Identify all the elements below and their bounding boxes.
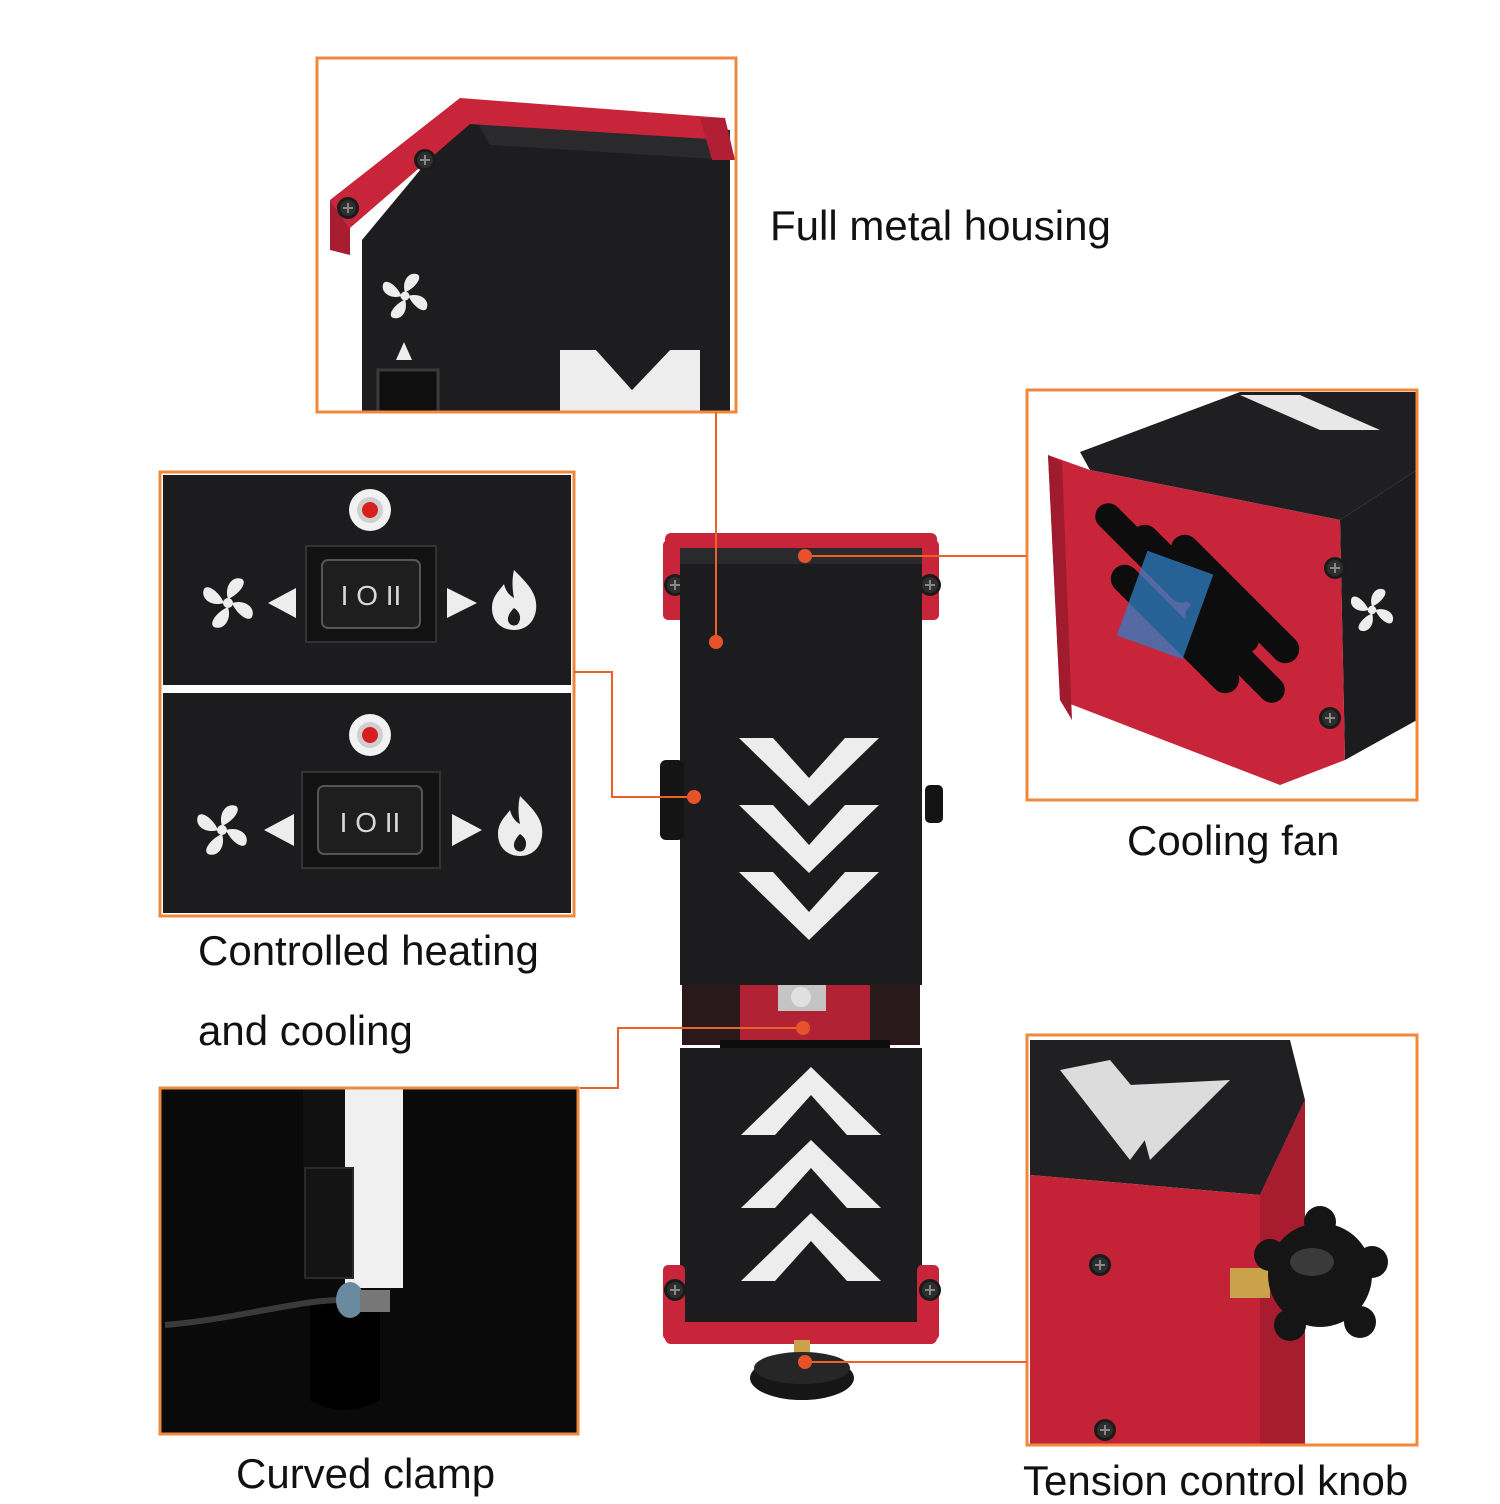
arrow-right-icon <box>447 588 477 618</box>
label-full-metal-housing: Full metal housing <box>770 202 1111 249</box>
label-controlled-heating-line2: and cooling <box>198 1007 413 1054</box>
leader-lines <box>574 412 1027 1363</box>
label-tension-control-knob: Tension control knob <box>1023 1457 1409 1504</box>
indicator-light-icon <box>349 489 391 531</box>
panel-tension-control-knob <box>1025 1033 1419 1447</box>
switch-marking-bottom: I O II <box>340 807 401 838</box>
knob-icon <box>1230 1206 1388 1341</box>
label-cooling-fan: Cooling fan <box>1127 817 1340 864</box>
switch-marking-top: I O II <box>341 580 402 611</box>
indicator-light-icon <box>349 714 391 756</box>
arrow-left-icon <box>268 588 296 618</box>
panel-curved-clamp <box>158 1086 580 1436</box>
knob-icon <box>750 1340 854 1400</box>
arrow-right-icon <box>452 814 482 846</box>
leader-dots <box>687 549 812 1369</box>
arrow-left-icon <box>264 814 294 846</box>
panel-controlled-heating: I O II I O II <box>158 470 576 918</box>
panel-cooling-fan <box>1025 388 1419 802</box>
panel-full-metal-housing <box>315 56 738 414</box>
product-main-view <box>660 533 943 1400</box>
label-controlled-heating-line1: Controlled heating <box>198 927 539 974</box>
label-curved-clamp: Curved clamp <box>236 1450 496 1497</box>
